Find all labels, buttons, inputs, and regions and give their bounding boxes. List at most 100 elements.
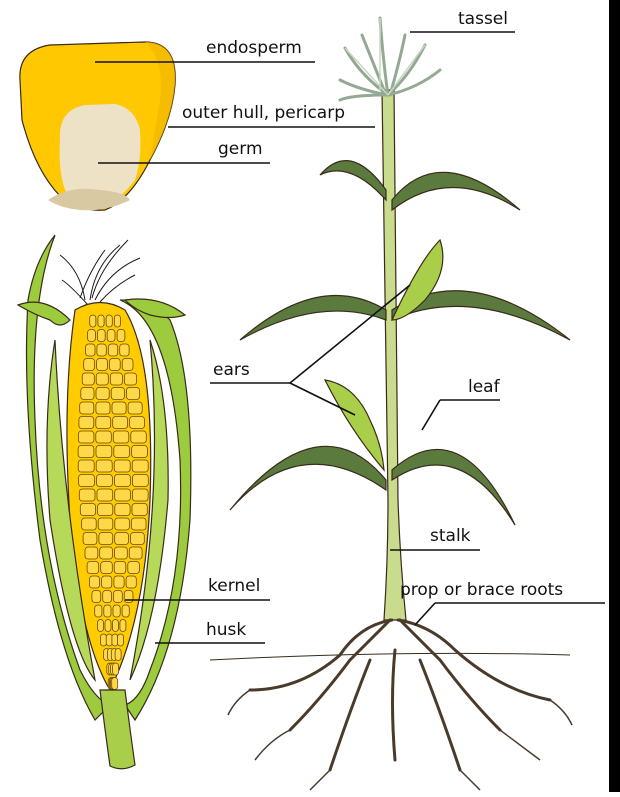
kernel-cell xyxy=(92,591,101,603)
kernel-cell xyxy=(106,634,112,646)
kernel-cell xyxy=(129,547,142,559)
kernel-cell xyxy=(114,315,120,327)
corn-ear-illustration xyxy=(18,235,191,769)
kernel-cell xyxy=(115,649,121,661)
kernel-cell xyxy=(126,388,139,400)
kernel-cell xyxy=(115,489,131,501)
kernel-cell xyxy=(89,576,99,588)
kernel-cell xyxy=(132,475,148,487)
kernel-cell xyxy=(96,417,111,429)
kernel-cell xyxy=(112,620,118,632)
kernel-cell xyxy=(96,460,112,472)
label-germ: germ xyxy=(218,139,263,159)
kernel-cell xyxy=(107,330,115,342)
kernel-cell xyxy=(79,489,95,501)
kernel-cell xyxy=(112,634,118,646)
kernel-cell xyxy=(80,402,94,414)
kernel-cell xyxy=(112,678,118,690)
kernel-cell xyxy=(132,489,148,501)
kernel-cell xyxy=(110,373,122,385)
label-husk: husk xyxy=(206,620,246,640)
kernel-cell xyxy=(100,547,113,559)
kernel-cell xyxy=(113,663,119,675)
kernel-cell xyxy=(97,330,105,342)
kernel-cell xyxy=(131,533,145,545)
kernel-cell xyxy=(80,504,95,516)
kernel-cell xyxy=(96,373,108,385)
kernel-cell xyxy=(115,533,129,545)
kernel-cell xyxy=(87,562,99,574)
kernel-cell xyxy=(114,591,123,603)
kernel-cell xyxy=(86,344,95,356)
label-kernel: kernel xyxy=(208,576,260,596)
kernel-cell xyxy=(84,359,95,371)
prop-roots-leader-pointer xyxy=(415,603,435,625)
kernel-cell xyxy=(132,460,148,472)
leaf-leader-pointer xyxy=(422,400,440,430)
kernel-cell xyxy=(114,446,130,458)
kernel-cell xyxy=(101,634,107,646)
kernel-cell xyxy=(118,634,124,646)
corn-plant-illustration xyxy=(210,18,572,790)
kernel-cell xyxy=(98,620,104,632)
kernel-cell xyxy=(115,504,130,516)
kernel-cell xyxy=(115,518,130,530)
kernel-cell xyxy=(96,446,112,458)
kernel-cell xyxy=(90,315,96,327)
kernel-cell xyxy=(111,388,124,400)
kernel-cell xyxy=(101,562,113,574)
kernel-cell xyxy=(81,388,94,400)
kernel-cell xyxy=(131,518,146,530)
kernel-cell xyxy=(114,576,124,588)
kernel-cell xyxy=(104,605,111,617)
kernel-cell xyxy=(98,504,113,516)
kernel-cell xyxy=(132,504,147,516)
kernel-cell xyxy=(96,402,110,414)
kernel-cell xyxy=(103,591,112,603)
kernel-cell xyxy=(95,605,102,617)
kernel-cell xyxy=(97,475,113,487)
kernel-cell xyxy=(98,315,104,327)
kernel-cell xyxy=(124,373,136,385)
kernel-cell xyxy=(82,373,94,385)
kernel-cell xyxy=(88,330,96,342)
kernel-cell xyxy=(97,359,108,371)
kernel-cell xyxy=(131,431,147,443)
kernel-cell xyxy=(113,417,128,429)
kernel-cell xyxy=(105,620,111,632)
kernel-cell xyxy=(128,402,142,414)
kernel-cell xyxy=(106,315,112,327)
label-leaf: leaf xyxy=(468,377,501,397)
kernel-cell xyxy=(113,605,120,617)
label-endosperm: endosperm xyxy=(206,38,302,58)
kernel-cell xyxy=(97,489,113,501)
kernel-cell xyxy=(83,533,97,545)
kernel-cell xyxy=(115,475,131,487)
kernel-cell xyxy=(78,446,94,458)
kernel-cell xyxy=(96,431,112,443)
kernel-cell xyxy=(96,388,109,400)
kernel-cell xyxy=(114,460,130,472)
label-stalk: stalk xyxy=(430,526,471,546)
label-ears: ears xyxy=(213,360,250,380)
kernel-cell xyxy=(97,344,106,356)
kernel-cell xyxy=(79,417,94,429)
kernel-cell xyxy=(122,359,133,371)
kernel-cell xyxy=(85,547,98,559)
kernel-cell xyxy=(79,475,95,487)
kernel-cell xyxy=(117,330,125,342)
kernel-cell xyxy=(78,431,94,443)
kernel-cell xyxy=(122,605,129,617)
kernel-cell xyxy=(102,576,112,588)
labels: endosperm outer hull, pericarp germ tass… xyxy=(182,9,563,640)
kernel-cell xyxy=(78,460,94,472)
kernel-cell xyxy=(120,344,129,356)
label-tassel: tassel xyxy=(458,9,508,29)
kernel-cell xyxy=(112,402,126,414)
label-prop-roots: prop or brace roots xyxy=(400,580,563,600)
kernel-cell xyxy=(126,576,136,588)
right-edge-bar xyxy=(609,0,620,792)
kernel-cell xyxy=(109,359,120,371)
